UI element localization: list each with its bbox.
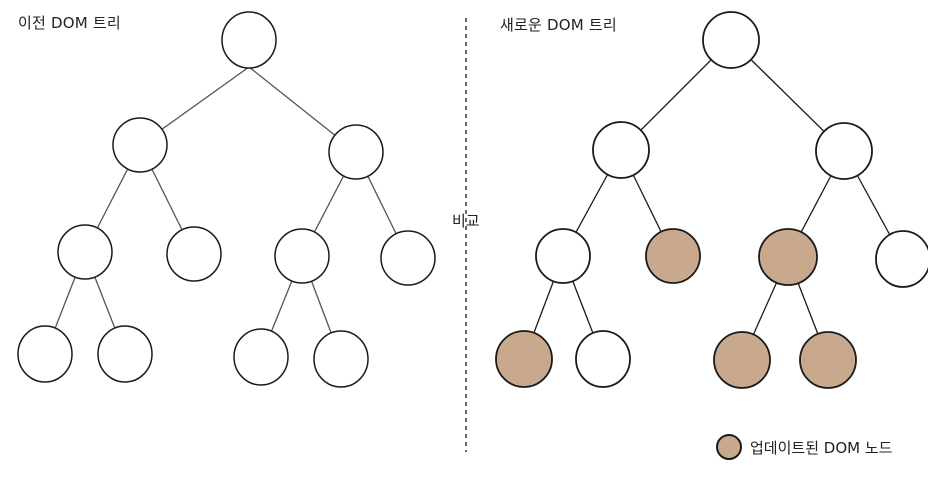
left-node-l2-b bbox=[166, 226, 222, 282]
right-node-l2-c-updated bbox=[758, 228, 818, 286]
right-node-l3-c-updated bbox=[713, 331, 771, 389]
left-node-l1-a bbox=[112, 117, 168, 173]
left-node-l3-b bbox=[97, 325, 153, 383]
right-node-l1-a bbox=[592, 121, 650, 179]
legend: 업데이트된 DOM 노드 bbox=[716, 434, 892, 460]
right-tree-edges bbox=[523, 39, 904, 361]
right-node-l3-a-updated bbox=[495, 330, 553, 388]
left-node-l2-a bbox=[57, 224, 113, 280]
right-node-l3-d-updated bbox=[799, 331, 857, 389]
left-node-l3-a bbox=[17, 325, 73, 383]
right-node-l3-b bbox=[575, 330, 631, 388]
right-node-l2-d bbox=[875, 230, 928, 288]
right-node-l1-b bbox=[815, 122, 873, 180]
legend-label: 업데이트된 DOM 노드 bbox=[750, 438, 893, 457]
previous-dom-tree-title: 이전 DOM 트리 bbox=[18, 14, 121, 32]
left-node-l3-d bbox=[313, 330, 369, 388]
left-node-l1-b bbox=[328, 124, 384, 180]
left-tree-edges bbox=[44, 66, 409, 360]
left-root-node bbox=[221, 11, 277, 69]
left-node-l3-c bbox=[233, 328, 289, 386]
right-node-l2-b-updated bbox=[645, 228, 701, 284]
right-node-l2-a bbox=[535, 228, 591, 284]
left-node-l2-c bbox=[274, 228, 330, 284]
left-node-l2-d bbox=[380, 230, 436, 286]
updated-node-swatch bbox=[716, 434, 742, 460]
new-dom-tree-title: 새로운 DOM 트리 bbox=[500, 16, 617, 34]
right-root-node bbox=[702, 11, 760, 69]
